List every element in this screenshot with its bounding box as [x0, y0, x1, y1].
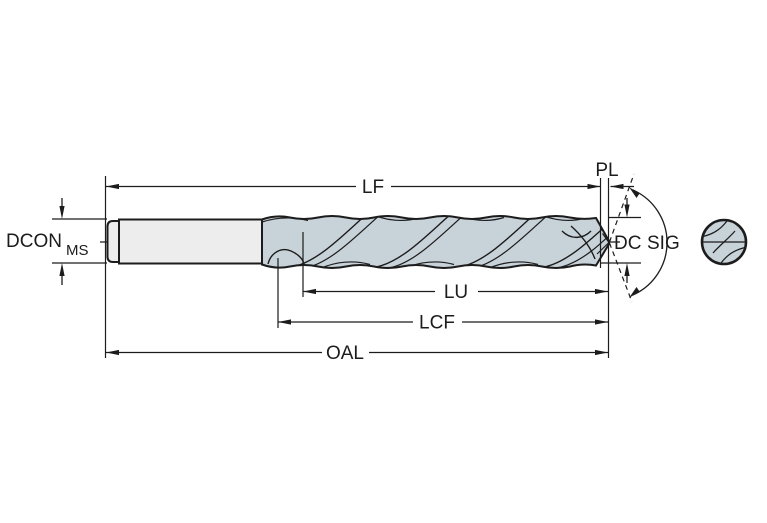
dimension-sig: SIG	[608, 173, 680, 303]
dimension-lu: LU	[303, 282, 608, 303]
label-oal: OAL	[326, 343, 364, 364]
dimension-lf: LF	[106, 177, 601, 198]
dimension-dc: DC	[614, 198, 641, 283]
label-dc: DC	[614, 233, 641, 254]
label-lf: LF	[362, 177, 384, 198]
label-dcon: DCON	[6, 231, 62, 252]
drill-shank	[106, 218, 263, 265]
drill-end-view	[700, 218, 748, 266]
flute-runout-curve	[267, 248, 305, 265]
label-pl: PL	[595, 160, 618, 181]
label-lu: LU	[444, 282, 468, 303]
dimension-pl: PL	[595, 160, 634, 190]
label-dcon-subscript: MS	[66, 242, 89, 259]
dimension-dcon: DCON MS	[6, 198, 89, 285]
label-lcf: LCF	[419, 313, 455, 334]
drill-flute-body	[261, 215, 610, 269]
label-sig: SIG	[647, 233, 680, 254]
dimension-oal: OAL	[106, 343, 608, 364]
extension-lines	[52, 176, 641, 358]
drill-tip	[561, 225, 610, 260]
dimension-lcf: LCF	[278, 313, 608, 334]
